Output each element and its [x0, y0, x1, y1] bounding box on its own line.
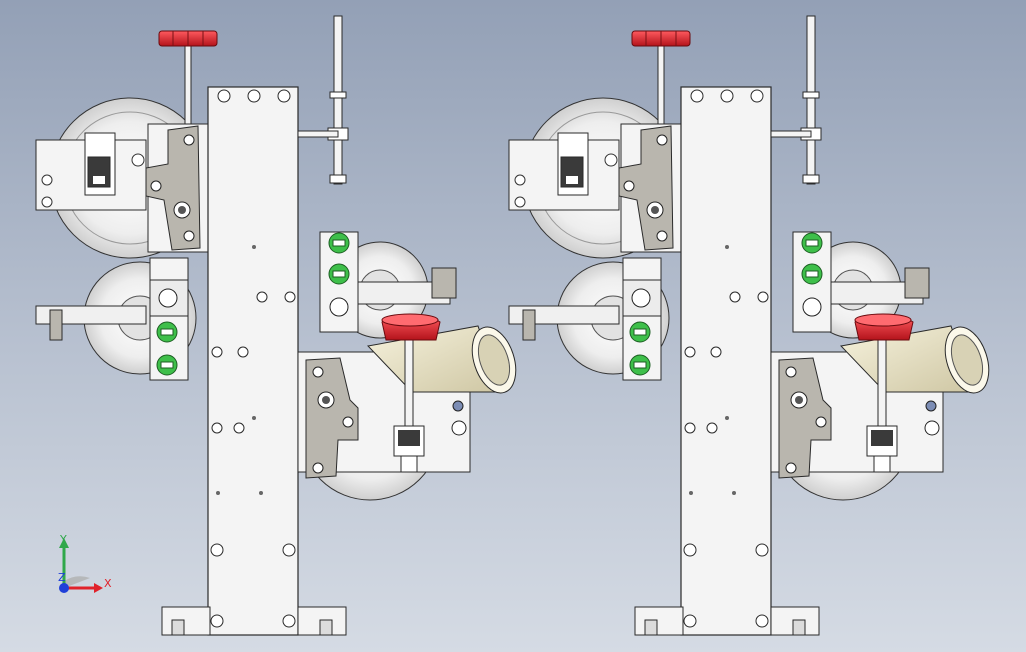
coordinate-triad-icon: X Y Z — [58, 533, 112, 593]
triad-z-label: Z — [58, 571, 66, 584]
assembly-left[interactable] — [35, 15, 525, 636]
triad-y-label: Y — [59, 533, 67, 546]
triad-x-label: X — [104, 577, 112, 590]
assembly-right[interactable] — [508, 15, 998, 636]
